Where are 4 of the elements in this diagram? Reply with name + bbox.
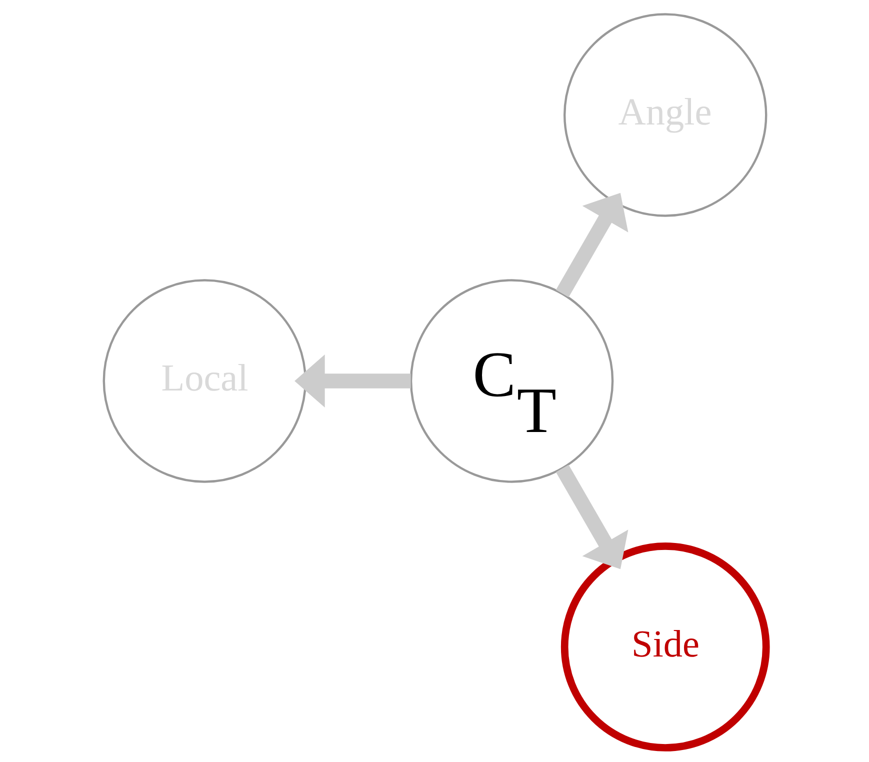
arrow — [294, 354, 410, 408]
arrow — [555, 192, 628, 298]
node-circle: Side — [560, 542, 770, 752]
arrow — [555, 464, 628, 570]
